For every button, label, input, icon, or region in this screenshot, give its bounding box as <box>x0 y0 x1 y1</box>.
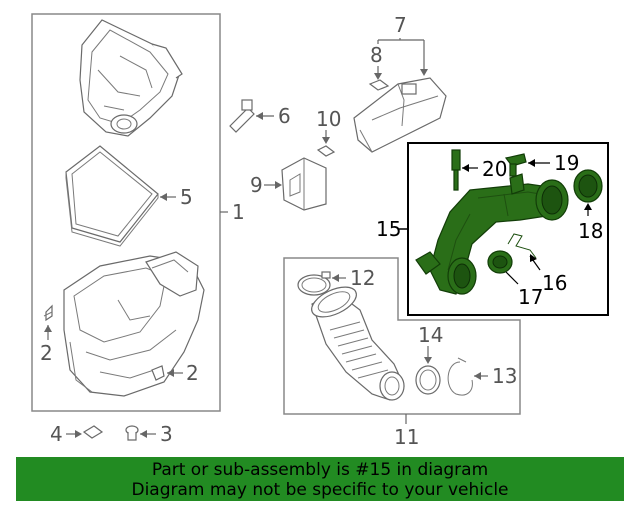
air-cleaner-upper-housing <box>79 19 183 137</box>
callout-2a: 2 <box>40 341 53 365</box>
callout-17: 17 <box>518 285 543 309</box>
callout-2b-arrowhead <box>167 369 174 377</box>
callout-20-arrowhead <box>462 164 469 172</box>
callout-2b: 2 <box>186 361 199 385</box>
resonator-7 <box>353 77 447 153</box>
callout-19: 19 <box>554 151 579 175</box>
callout-16-arrowhead <box>530 254 537 262</box>
callout-10-arrowhead <box>322 137 330 144</box>
clip-2-right <box>151 365 165 381</box>
insulator-8 <box>368 79 390 91</box>
insulator-10 <box>316 145 336 157</box>
callout-12-arrowhead <box>332 274 339 282</box>
o-ring-17 <box>487 250 513 274</box>
callout-12: 12 <box>350 266 375 290</box>
clamp-12 <box>297 271 331 296</box>
air-filter-element <box>65 145 159 247</box>
sensor-20 <box>451 149 461 191</box>
callout-20: 20 <box>482 157 507 181</box>
callout-17-leader <box>505 271 519 285</box>
callout-9: 9 <box>250 173 263 197</box>
bolt-3 <box>125 425 139 441</box>
callout-3: 3 <box>160 422 173 446</box>
callout-18-arrowhead <box>584 203 592 210</box>
sensor-6 <box>229 99 255 133</box>
callout-15: 15 <box>376 217 401 241</box>
bracket-9 <box>281 157 327 211</box>
callout-4: 4 <box>50 422 63 446</box>
clamp-13 <box>447 357 473 396</box>
intake-hose-11 <box>311 286 405 401</box>
air-cleaner-lower-housing <box>63 251 205 397</box>
callout-19-arrowhead <box>528 159 535 167</box>
pcv-line-16 <box>507 233 537 259</box>
banner-line-1: Part or sub-assembly is #15 in diagram <box>151 460 489 480</box>
callout-7-leader <box>377 38 425 72</box>
part-notice-banner: Part or sub-assembly is #15 in diagram D… <box>16 457 624 501</box>
callout-2a-arrowhead <box>44 325 52 332</box>
callout-8-arrowhead <box>374 73 382 80</box>
clip-4 <box>82 425 104 439</box>
callout-7: 7 <box>394 13 407 37</box>
intake-hose-group-box <box>283 257 521 415</box>
callout-13-arrowhead <box>474 372 481 380</box>
callout-14-arrowhead <box>424 357 432 364</box>
callout-9-arrowhead <box>275 181 282 189</box>
fitting-19 <box>504 153 527 177</box>
callout-13: 13 <box>492 364 517 388</box>
callout-8: 8 <box>370 43 383 67</box>
callout-6: 6 <box>278 104 291 128</box>
callout-11: 11 <box>394 425 419 449</box>
callout-7-arrowhead <box>420 69 428 76</box>
callout-5-arrowhead <box>160 193 167 201</box>
callout-14: 14 <box>418 323 443 347</box>
callout-10: 10 <box>316 107 341 131</box>
air-intake-tube-15 <box>415 173 569 295</box>
callout-4-arrowhead <box>75 430 82 438</box>
callout-6-arrowhead <box>256 112 263 120</box>
o-ring-18 <box>573 169 603 203</box>
callout-16: 16 <box>542 271 567 295</box>
callout-3-arrowhead <box>140 430 147 438</box>
o-ring-14 <box>415 365 441 395</box>
callout-5: 5 <box>180 185 193 209</box>
clip-2-left <box>43 304 53 322</box>
callout-18: 18 <box>578 219 603 243</box>
callout-1: 1 <box>232 200 245 224</box>
banner-line-2: Diagram may not be specific to your vehi… <box>131 480 509 500</box>
